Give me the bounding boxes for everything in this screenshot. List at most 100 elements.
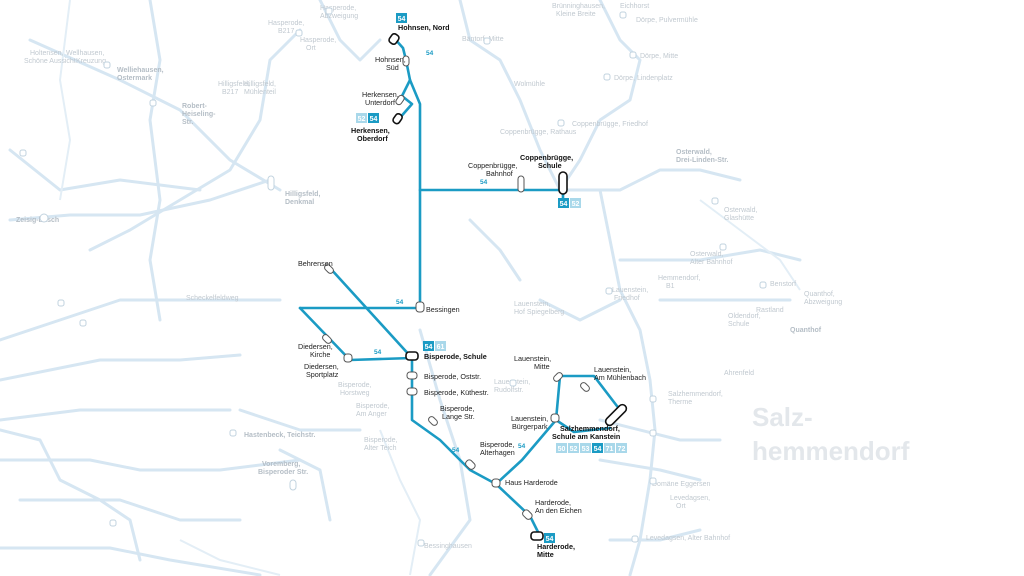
- bg-eichhorst: Eichhorst: [620, 3, 649, 10]
- bg-hasperode-ort: Hasperode,: [300, 37, 336, 44]
- line-badge[interactable]: 54: [560, 201, 568, 208]
- bg-voremberg: Voremberg,: [262, 461, 300, 468]
- stop-bisperode-kuethestr[interactable]: [406, 387, 418, 396]
- stop-hohnsen-sued[interactable]: [402, 55, 410, 67]
- stop-diedersen-sportplatz[interactable]: [343, 353, 353, 363]
- stop-diedersen-kirche[interactable]: [321, 333, 332, 344]
- svg-text:Bisperoder Str.: Bisperoder Str.: [258, 469, 308, 476]
- label-coppenbruegge-schule: Coppenbrügge,: [520, 153, 573, 162]
- bg-hilligsfeld-denkmal: Hilligsfeld,: [285, 191, 320, 198]
- stop-bisperode-schule[interactable]: [405, 351, 419, 361]
- line-badge[interactable]: 54: [546, 536, 554, 543]
- svg-text:B1: B1: [666, 283, 675, 290]
- bg-doerpe-lindenplatz: Dörpe, Lindenplatz: [614, 75, 673, 82]
- svg-text:Schöne Aussicht: Schöne Aussicht: [24, 58, 76, 65]
- label-diedersen-kirche: Diedersen,: [298, 342, 333, 351]
- bg-quanthof-abzweigung: Quanthof,: [804, 291, 835, 298]
- line-badge[interactable]: 50: [558, 446, 566, 453]
- label-diedersen-sportplatz: Diedersen,: [304, 362, 339, 371]
- svg-text:Drei-Linden-Str.: Drei-Linden-Str.: [676, 157, 729, 164]
- line-badge[interactable]: 52: [572, 201, 580, 208]
- line-badge[interactable]: 54: [370, 116, 378, 123]
- svg-text:Mühlenteil: Mühlenteil: [244, 89, 276, 96]
- label-bisperode-oststr: Bisperode, Oststr.: [424, 372, 481, 381]
- bg-osterwald-dreilinden: Osterwald,: [676, 149, 712, 156]
- stop-harderode-an-den-eichen[interactable]: [521, 509, 533, 521]
- bg-ahrenfeld: Ahrenfeld: [724, 370, 754, 377]
- svg-text:B217: B217: [278, 28, 294, 35]
- badge-group-bisperode: 54 61: [423, 341, 446, 351]
- label-bessingen: Bessingen: [426, 305, 460, 314]
- route-num-marker: 54: [396, 299, 404, 306]
- stop-lauenstein-muehlenbach[interactable]: [579, 381, 590, 392]
- badge-group-coppenbruegge: 54 52: [558, 198, 581, 208]
- stop-harderode-mitte[interactable]: [530, 531, 544, 541]
- line-badge[interactable]: 61: [437, 344, 445, 351]
- line-badge[interactable]: 52: [570, 446, 578, 453]
- bg-levedagsen-ort: Levedagsen,: [670, 495, 710, 502]
- stop-lauenstein-buergerpark[interactable]: [550, 413, 560, 423]
- line-badge[interactable]: 52: [358, 116, 366, 123]
- label-bisperode-schule: Bisperode, Schule: [424, 352, 487, 361]
- bg-robert-heiseling: Robert-: [182, 103, 208, 110]
- town-label-line1: Salz-: [752, 402, 813, 432]
- svg-text:Abzweigung: Abzweigung: [320, 13, 358, 20]
- line-badge[interactable]: 54: [398, 16, 406, 23]
- svg-text:An den Eichen: An den Eichen: [535, 506, 582, 515]
- svg-text:Schule: Schule: [538, 161, 562, 170]
- label-behrensen: Behrensen: [298, 259, 333, 268]
- stop-salzhemmendorf-schule[interactable]: [604, 403, 628, 427]
- line-badge[interactable]: 72: [618, 446, 626, 453]
- bg-bisperode-alter-teich: Bisperode,: [364, 437, 398, 444]
- svg-text:Alter Bahnhof: Alter Bahnhof: [690, 259, 732, 266]
- bg-coppenbruegge-rathaus: Coppenbrügge, Rathaus: [500, 129, 577, 136]
- stop-bisperode-oststr[interactable]: [406, 371, 418, 380]
- label-coppenbruegge-bahnhof: Coppenbrügge,: [468, 161, 518, 170]
- stop-hohnsen-nord[interactable]: [388, 32, 400, 46]
- stop-bisperode-alterhagen[interactable]: [464, 459, 476, 471]
- svg-text:Ostermark: Ostermark: [117, 75, 152, 82]
- bg-hastenbeck-teichstr: Hastenbeck, Teichstr.: [244, 432, 316, 439]
- svg-text:Heiseling-: Heiseling-: [182, 111, 216, 118]
- label-harderode-an-den-eichen: Harderode,: [535, 498, 571, 507]
- bg-salzhemmendorf-therme: Salzhemmendorf,: [668, 391, 723, 398]
- badge-group-harderode: 54: [544, 533, 555, 543]
- stop-haus-harderode[interactable]: [491, 478, 501, 488]
- bg-osterwald-alter-bahnhof: Osterwald,: [690, 251, 724, 258]
- label-hohnsen-nord: Hohnsen, Nord: [398, 23, 450, 32]
- stop-herkensen-unterdorf[interactable]: [395, 94, 406, 106]
- label-lauenstein-mitte: Lauenstein,: [514, 354, 551, 363]
- bg-rastland: Rastland: [756, 307, 784, 314]
- label-herkensen-unterdorf: Herkensen,: [362, 90, 399, 99]
- bg-coppenbruegge-friedhof: Coppenbrügge, Friedhof: [572, 121, 648, 128]
- bg-oldendorf-schule: Oldendorf,: [728, 313, 761, 320]
- line-badge[interactable]: 71: [606, 446, 614, 453]
- stop-coppenbruegge-bahnhof[interactable]: [517, 175, 525, 193]
- stop-herkensen-oberdorf[interactable]: [392, 112, 403, 125]
- bg-wolmuehle: Wolmühle: [514, 81, 545, 88]
- bg-bessinghausen: Bessinghausen: [424, 543, 472, 550]
- line-badges: 54 52 54 54 52 54 61 50 52 53: [356, 13, 627, 543]
- bg-zeisigbusch: Zeisig-busch: [16, 217, 59, 224]
- badge-group-herkensen: 52 54: [356, 113, 379, 123]
- route-number-markers: 54 54 54 54 54 54: [374, 50, 526, 454]
- line-badge[interactable]: 54: [425, 344, 433, 351]
- label-haus-harderode: Haus Harderode: [505, 478, 558, 487]
- stop-bessingen[interactable]: [415, 301, 425, 313]
- label-hohnsen-sued: Hohnsen,: [375, 55, 406, 64]
- stop-coppenbruegge-schule[interactable]: [558, 171, 568, 195]
- line-badge[interactable]: 53: [582, 446, 590, 453]
- svg-text:Horstweg: Horstweg: [340, 390, 370, 397]
- label-bisperode-lange: Bisperode,: [440, 404, 474, 413]
- stop-behrensen[interactable]: [323, 263, 334, 274]
- bg-bisperode-horstweg: Bisperode,: [338, 382, 372, 389]
- route-num-marker: 54: [374, 349, 382, 356]
- bg-hasperode-b217: Hasperode,: [268, 20, 304, 27]
- stop-bisperode-lange[interactable]: [427, 415, 438, 426]
- svg-text:Therme: Therme: [668, 399, 692, 406]
- svg-text:Bürgerpark: Bürgerpark: [512, 422, 548, 431]
- stop-lauenstein-mitte[interactable]: [552, 371, 563, 382]
- svg-text:Abzweigung: Abzweigung: [804, 299, 842, 306]
- bg-quanthof: Quanthof: [790, 327, 822, 334]
- line-badge[interactable]: 54: [594, 446, 602, 453]
